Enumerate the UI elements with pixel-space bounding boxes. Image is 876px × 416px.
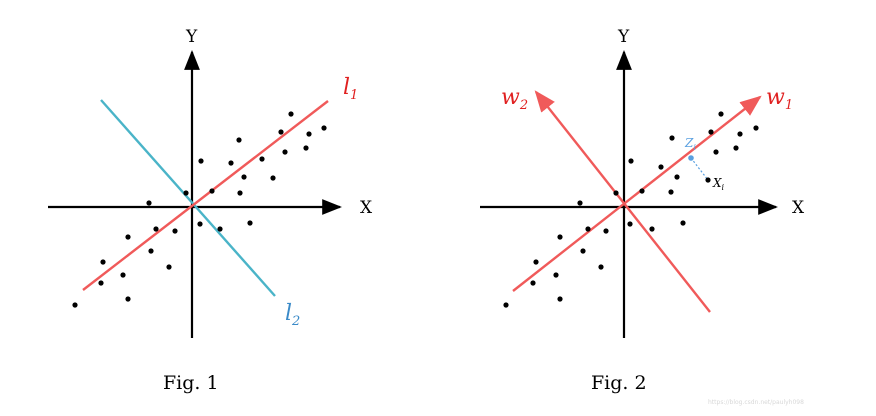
fig1-data-point (172, 228, 178, 234)
fig2-data-point (718, 111, 724, 117)
fig2-w2-label: w2 (501, 85, 528, 113)
fig1-l2-label: l2 (285, 301, 300, 329)
fig1-data-point (306, 131, 312, 137)
fig2-z-base: Z (684, 136, 694, 150)
fig1-y-axis-label: Y (185, 27, 198, 47)
fig2-data-point (628, 158, 634, 164)
fig1-data-point (166, 264, 172, 270)
fig1-data-point (236, 137, 242, 143)
fig1-data-point (98, 280, 104, 286)
fig2-data-point (627, 221, 633, 227)
fig1-data-point (217, 226, 223, 232)
fig2-z-point (688, 155, 694, 161)
fig1-data-point (72, 302, 78, 308)
fig1-data-point (125, 234, 131, 240)
fig1-data-point (278, 129, 284, 135)
fig1-data-point (148, 248, 154, 254)
fig1-data-point (198, 158, 204, 164)
fig2-data-point (674, 174, 680, 180)
fig1-data-point (270, 175, 276, 181)
fig1-data-point (183, 190, 189, 196)
fig1-l2-line (100, 99, 276, 297)
fig1-l2-sub: 2 (291, 314, 300, 329)
fig2-data-point (557, 234, 563, 240)
fig2-z-label: Zi (684, 136, 696, 152)
fig2-data-point (705, 177, 711, 183)
fig2-data-point (503, 302, 509, 308)
fig1-panel: X Y l1 l2 Fig. 1 (48, 27, 373, 394)
fig2-x-point-label: Xi (712, 176, 725, 192)
fig2-data-point (680, 220, 686, 226)
fig2-data-point (639, 188, 645, 194)
fig1-data-point (288, 111, 294, 117)
fig2-data-point (553, 272, 559, 278)
fig2-w1-label: w1 (766, 85, 793, 113)
fig2-data-point (753, 125, 759, 131)
fig2-w2-sub: 2 (519, 98, 528, 113)
fig2-caption: Fig. 2 (591, 372, 647, 394)
fig2-w2-base: w (501, 85, 520, 110)
fig2-z-sub: i (693, 143, 696, 152)
fig2-panel: X Y w1 w2 Zi Xi Fig. 2 (480, 27, 805, 394)
fig2-data-point (603, 228, 609, 234)
fig1-data-point (228, 160, 234, 166)
fig1-l1-label: l1 (343, 75, 358, 103)
fig2-w1-vector (512, 95, 762, 292)
fig1-scatter-points (72, 111, 327, 308)
fig1-data-point (247, 220, 253, 226)
fig1-x-axis-label: X (360, 198, 373, 218)
fig2-data-point (533, 259, 539, 265)
fig2-x-point-sub: i (722, 183, 725, 192)
fig2-data-point (668, 189, 674, 195)
fig1-l1-base: l (343, 75, 350, 100)
fig1-data-point (241, 174, 247, 180)
fig1-data-point (321, 125, 327, 131)
fig2-data-point (649, 226, 655, 232)
fig1-data-point (146, 200, 152, 206)
fig1-data-point (237, 190, 243, 196)
fig1-data-point (209, 188, 215, 194)
fig2-data-point (733, 145, 739, 151)
fig2-data-point (737, 131, 743, 137)
fig2-data-point (580, 248, 586, 254)
fig2-projection-line (690, 157, 709, 181)
fig2-data-point (585, 226, 591, 232)
fig2-data-point (658, 164, 664, 170)
fig1-data-point (197, 221, 203, 227)
fig1-l1-sub: 1 (350, 88, 358, 103)
fig1-data-point (100, 259, 106, 265)
fig1-data-point (303, 145, 309, 151)
fig2-x-point-base: X (712, 176, 722, 190)
fig2-data-point (557, 296, 563, 302)
fig2-x-axis-label: X (792, 198, 805, 218)
fig2-w1-sub: 1 (785, 98, 793, 113)
fig1-data-point (259, 156, 265, 162)
fig2-scatter-points (503, 111, 759, 308)
fig2-w1-base: w (766, 85, 785, 110)
fig2-data-point (577, 200, 583, 206)
fig1-data-point (120, 272, 126, 278)
fig2-data-point (669, 135, 675, 141)
fig2-w2-vector (534, 90, 711, 313)
fig1-l2-base: l (285, 301, 292, 326)
fig2-data-point (613, 190, 619, 196)
fig1-data-point (125, 296, 131, 302)
fig2-data-point (708, 129, 714, 135)
fig1-data-point (153, 226, 159, 232)
fig1-l1-line (82, 100, 329, 291)
fig2-y-axis-label: Y (617, 27, 630, 47)
fig2-data-point (598, 264, 604, 270)
fig2-data-point (530, 280, 536, 286)
watermark: https://blog.csdn.net/paulyh098 (708, 399, 804, 406)
fig1-caption: Fig. 1 (163, 372, 219, 394)
fig1-data-point (282, 149, 288, 155)
fig2-data-point (713, 149, 719, 155)
